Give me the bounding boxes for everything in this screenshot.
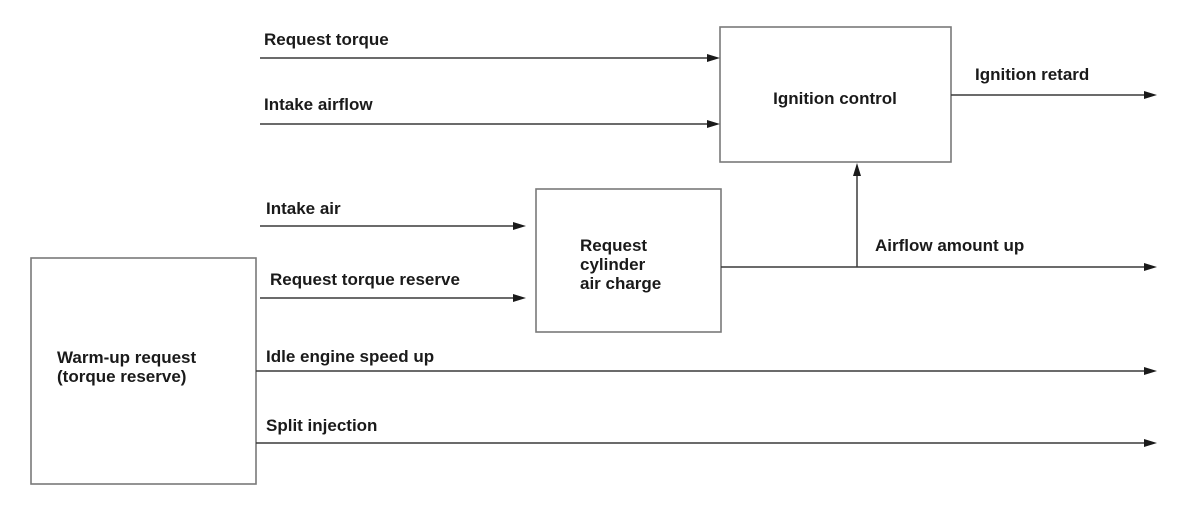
intake-airflow-arrowhead <box>707 120 720 128</box>
idle-engine-speed-up-arrowhead <box>1144 367 1157 375</box>
intake-airflow-label: Intake airflow <box>264 95 373 114</box>
intake-air-label: Intake air <box>266 199 341 218</box>
airflow-amount-up-arrowhead <box>1144 263 1157 271</box>
request-torque-label: Request torque <box>264 30 389 49</box>
request-torque-arrowhead <box>707 54 720 62</box>
request-cylinder-air-charge-line1: Request <box>580 236 647 255</box>
request-cylinder-air-charge-line2: cylinder <box>580 255 646 274</box>
warm-up-request-box <box>30 257 257 485</box>
airflow-branch-arrowhead <box>853 163 861 176</box>
idle-engine-speed-up-label: Idle engine speed up <box>266 347 434 366</box>
request-cylinder-air-charge-box <box>535 188 722 333</box>
request-torque-reserve-signal: Request torque reserve <box>260 270 526 302</box>
airflow-amount-up-signal: Airflow amount up <box>721 163 1157 271</box>
ignition-retard-label: Ignition retard <box>975 65 1089 84</box>
idle-engine-speed-up-signal: Idle engine speed up <box>256 347 1157 375</box>
airflow-amount-up-label: Airflow amount up <box>875 236 1024 255</box>
ignition-retard-signal: Ignition retard <box>951 65 1157 99</box>
split-injection-label: Split injection <box>266 416 377 435</box>
intake-airflow-signal: Intake airflow <box>260 95 720 128</box>
intake-air-signal: Intake air <box>260 199 526 230</box>
request-cylinder-air-charge-block: Request cylinder air charge <box>535 188 722 333</box>
split-injection-signal: Split injection <box>256 416 1157 447</box>
request-torque-signal: Request torque <box>260 30 720 62</box>
warm-up-request-block: Warm-up request (torque reserve) <box>30 257 257 485</box>
request-torque-reserve-arrowhead <box>513 294 526 302</box>
split-injection-arrowhead <box>1144 439 1157 447</box>
warm-up-request-line1: Warm-up request <box>57 348 197 367</box>
warm-up-request-line2: (torque reserve) <box>57 367 186 386</box>
request-torque-reserve-label: Request torque reserve <box>270 270 460 289</box>
ignition-control-box <box>719 26 952 163</box>
intake-air-arrowhead <box>513 222 526 230</box>
ignition-retard-arrowhead <box>1144 91 1157 99</box>
ignition-control-label: Ignition control <box>773 89 897 108</box>
request-cylinder-air-charge-line3: air charge <box>580 274 661 293</box>
ignition-control-block: Ignition control <box>719 26 952 163</box>
